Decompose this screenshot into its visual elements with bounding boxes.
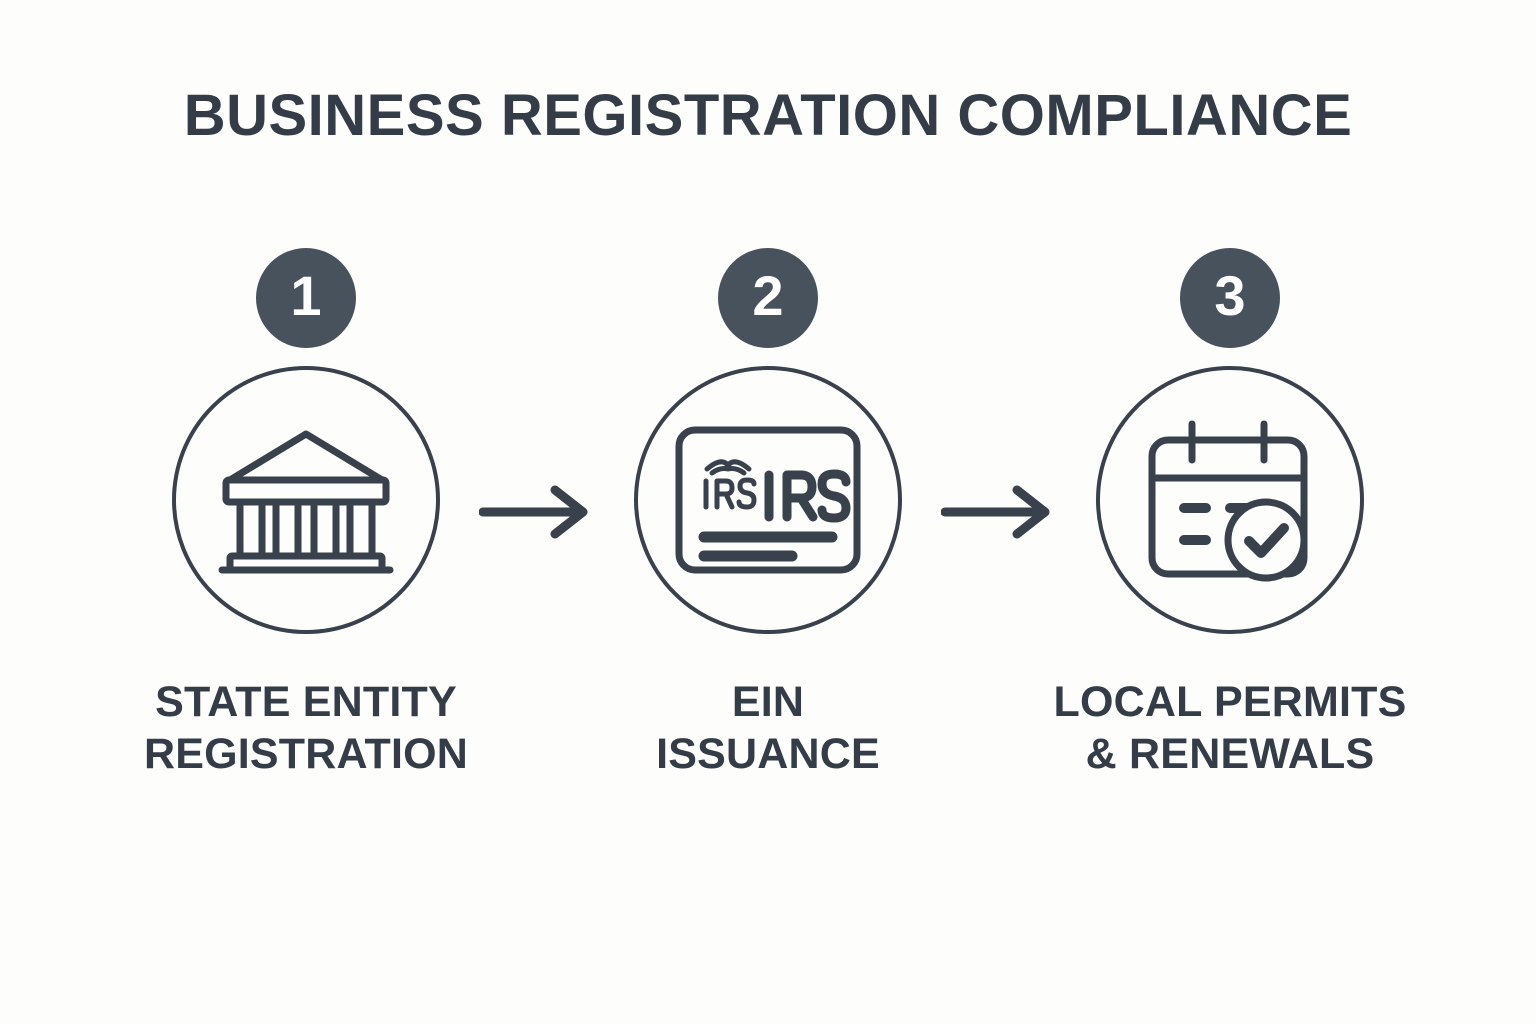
- step-state-entity-registration: 1: [141, 248, 471, 780]
- step-label-1-line1: STATE ENTITY: [155, 678, 457, 726]
- arrow-right-icon: [941, 484, 1057, 540]
- step-label-3: LOCAL PERMITS & RENEWALS: [1054, 676, 1407, 780]
- step-number-badge-3: 3: [1180, 248, 1280, 348]
- step-number-badge-2: 2: [718, 248, 818, 348]
- step-label-3-line1: LOCAL PERMITS: [1053, 678, 1407, 726]
- icon-circle-3: [1096, 366, 1364, 634]
- step-label-2-line1: EIN: [731, 678, 805, 726]
- irs-card-icon: [674, 425, 862, 575]
- process-steps-row: 1: [0, 248, 1536, 848]
- bank-building-icon: [216, 420, 396, 580]
- step-number-badge-1: 1: [256, 248, 356, 348]
- icon-circle-2: [634, 366, 902, 634]
- connector-2: [933, 248, 1065, 540]
- step-ein-issuance: 2: [603, 248, 933, 780]
- step-label-1: STATE ENTITY REGISTRATION: [144, 676, 468, 780]
- step-local-permits-renewals: 3: [1054, 248, 1406, 780]
- connector-1: [471, 248, 603, 540]
- calendar-check-icon: [1142, 416, 1318, 584]
- icon-circle-1: [172, 366, 440, 634]
- arrow-right-icon: [479, 484, 595, 540]
- step-label-2: EIN ISSUANCE: [656, 676, 880, 780]
- step-label-1-line2: REGISTRATION: [143, 730, 469, 778]
- step-label-3-line2: & RENEWALS: [1085, 730, 1375, 778]
- page-title: BUSINESS REGISTRATION COMPLIANCE: [183, 83, 1353, 148]
- step-label-2-line2: ISSUANCE: [656, 730, 880, 778]
